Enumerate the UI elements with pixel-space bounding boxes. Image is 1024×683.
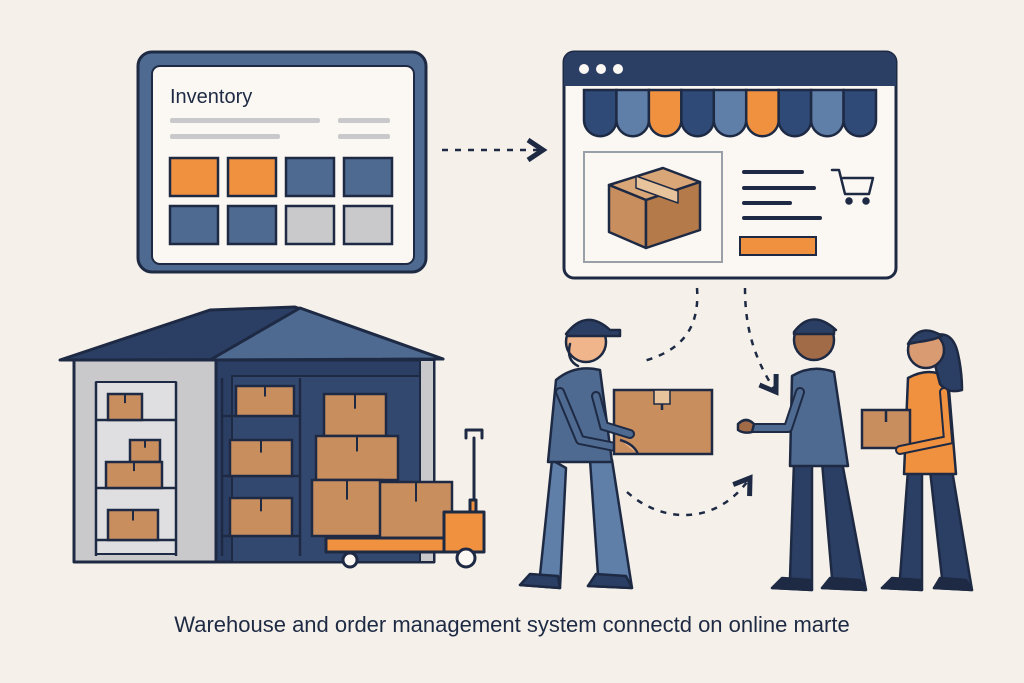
inventory-tiles	[168, 156, 394, 246]
worker-hand	[619, 438, 640, 455]
product-box-icon	[607, 166, 702, 250]
order-flow-arrow	[639, 287, 699, 364]
online-store-window	[562, 50, 898, 280]
order-flow-arrow	[743, 287, 779, 396]
awning-stripe	[712, 88, 748, 138]
store-awning	[582, 88, 878, 138]
inventory-panel: Inventory	[136, 50, 428, 274]
add-to-cart-button[interactable]	[739, 236, 817, 256]
pallet-jack	[324, 428, 486, 569]
inventory-tile	[226, 204, 278, 246]
awning-stripe	[647, 88, 683, 138]
awning-stripe	[809, 88, 845, 138]
customer-arm-fill	[897, 389, 952, 453]
description-line	[742, 201, 792, 205]
shelf-boxes	[104, 392, 164, 542]
awning-stripe	[615, 88, 651, 138]
text-placeholder-line	[170, 134, 280, 139]
customer-with-box	[880, 329, 974, 592]
inventory-tile	[168, 204, 220, 246]
worker-front-arm-fill	[593, 393, 633, 437]
stacked-boxes	[228, 384, 454, 540]
delivery-flow-arrow	[626, 474, 753, 517]
description-line	[742, 186, 816, 190]
inventory-tile	[226, 156, 278, 198]
shopping-cart-icon	[830, 168, 875, 205]
inventory-tile	[168, 156, 220, 198]
worker-receiving	[736, 318, 868, 592]
text-placeholder-line	[338, 134, 390, 139]
inventory-title: Inventory	[170, 86, 252, 108]
description-line	[742, 170, 804, 174]
window-control-dots	[579, 64, 623, 74]
inventory-tile	[342, 204, 394, 246]
cardboard-box	[314, 434, 400, 482]
window-dot	[596, 64, 606, 74]
caption: Warehouse and order management system co…	[174, 612, 850, 637]
inventory-tile	[284, 156, 336, 198]
awning-stripe	[744, 88, 780, 138]
awning-stripe	[777, 88, 813, 138]
inventory-tile	[342, 156, 394, 198]
description-line	[742, 216, 822, 220]
awning-stripe	[842, 88, 878, 138]
text-placeholder-line	[170, 118, 320, 123]
customer-box	[860, 408, 912, 450]
window-dot	[579, 64, 589, 74]
awning-stripe	[680, 88, 716, 138]
awning-stripe	[582, 88, 618, 138]
text-placeholder-line	[338, 118, 390, 123]
inventory-tile	[284, 204, 336, 246]
window-dot	[613, 64, 623, 74]
